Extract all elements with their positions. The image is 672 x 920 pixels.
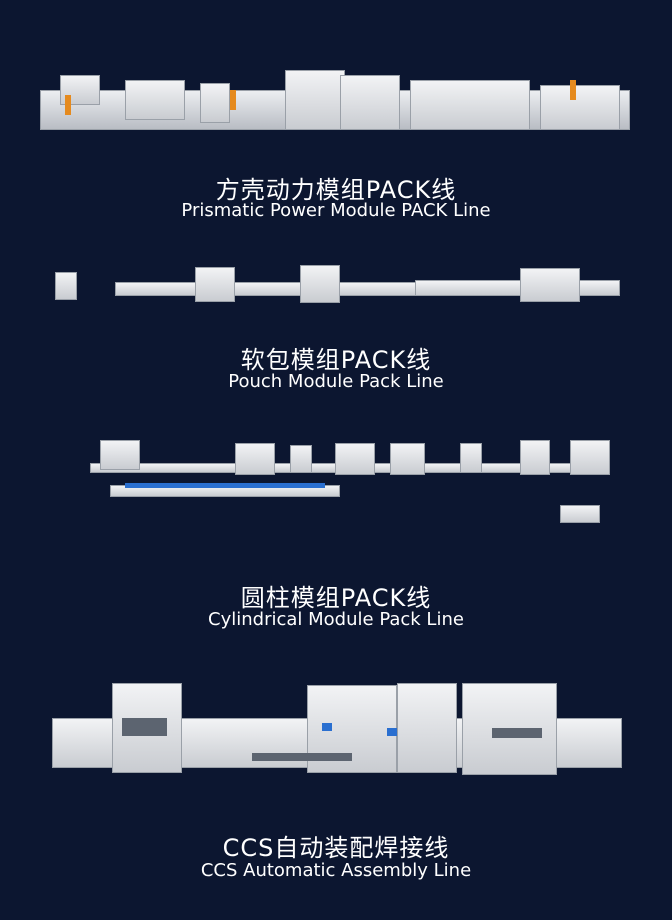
cylindrical-line-title-cn: 圆柱模组PACK线 — [240, 584, 432, 612]
pouch-line-title-cn: 软包模组PACK线 — [240, 346, 432, 374]
pouch-line-illustration — [50, 262, 620, 307]
cylindrical-line-illustration — [50, 435, 620, 535]
prismatic-line-illustration — [40, 65, 630, 145]
prismatic-line-title-cn: 方壳动力模组PACK线 — [215, 176, 457, 204]
ccs-line-title-cn: CCS自动装配焊接线 — [222, 834, 450, 862]
ccs-line-illustration — [52, 683, 622, 783]
prismatic-line-title-en: Prismatic Power Module PACK Line — [181, 200, 491, 221]
pouch-line-title-en: Pouch Module Pack Line — [228, 371, 444, 392]
ccs-line-title-en: CCS Automatic Assembly Line — [200, 860, 472, 881]
cylindrical-line-title-en: Cylindrical Module Pack Line — [208, 609, 464, 630]
